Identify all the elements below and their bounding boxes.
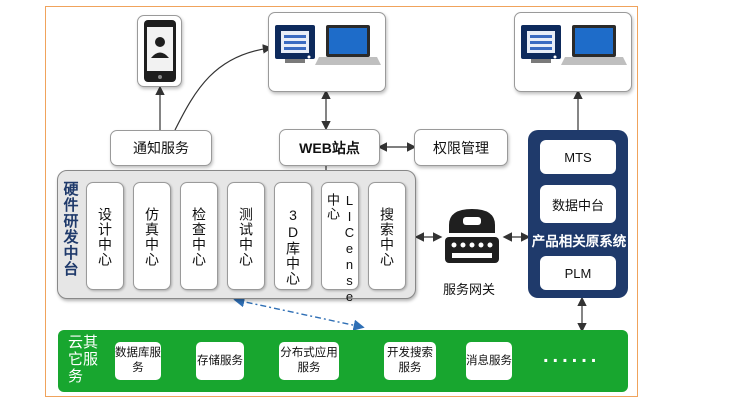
smartphone-icon	[144, 20, 176, 82]
web-monitor-box	[268, 12, 386, 92]
center-label: 3D库中心	[285, 207, 301, 286]
gateway-label: 服务网关	[443, 282, 496, 297]
center-label: LICense中心	[325, 193, 357, 305]
permission-management-box: 权限管理	[414, 129, 508, 166]
link-cloud-hardware-dashed	[233, 296, 365, 331]
more-services-ellipsis: ......	[543, 345, 601, 367]
center-3d-library: 3D库中心	[274, 182, 312, 290]
product-plm-box: PLM	[540, 256, 616, 290]
gateway-router-icon	[445, 209, 499, 263]
product-monitor-box	[514, 12, 632, 92]
product-systems-title: 产品相关原系统	[531, 234, 627, 249]
cloud-service-distributed: 分布式应用服务	[279, 342, 339, 380]
link-notify-web	[174, 44, 273, 131]
center-label: 设计中心	[97, 207, 113, 267]
hardware-platform-title: 硬件研发中台	[63, 181, 79, 278]
cloud-service-storage: 存储服务	[196, 342, 244, 380]
product-data-platform-box: 数据中台	[540, 185, 616, 223]
center-testing: 测试中心	[227, 182, 265, 290]
cloud-title-text: 云其它服务	[68, 334, 99, 385]
diagram-frame	[45, 6, 638, 397]
notify-service-box: 通知服务	[110, 130, 212, 166]
cloud-service-database: 数据库服务	[115, 342, 161, 380]
center-license: LICense中心	[321, 182, 359, 305]
desktop-laptop-icon	[521, 25, 627, 65]
center-simulation: 仿真中心	[133, 182, 171, 290]
web-site-box: WEB站点	[279, 129, 380, 166]
cloud-service-search-dev: 开发搜索服务	[384, 342, 436, 380]
product-mts-box: MTS	[540, 140, 616, 174]
mobile-device-box	[137, 15, 182, 87]
cloud-service-message: 消息服务	[466, 342, 512, 380]
desktop-laptop-icon	[275, 25, 381, 65]
cloud-services-title: 云其它服务	[68, 334, 102, 385]
center-label: 仿真中心	[144, 207, 160, 267]
center-inspection: 检查中心	[180, 182, 218, 290]
center-label: 搜索中心	[379, 207, 395, 267]
center-design: 设计中心	[86, 182, 124, 290]
center-search: 搜索中心	[368, 182, 406, 290]
center-label: 测试中心	[238, 207, 254, 267]
center-label: 检查中心	[191, 207, 207, 267]
